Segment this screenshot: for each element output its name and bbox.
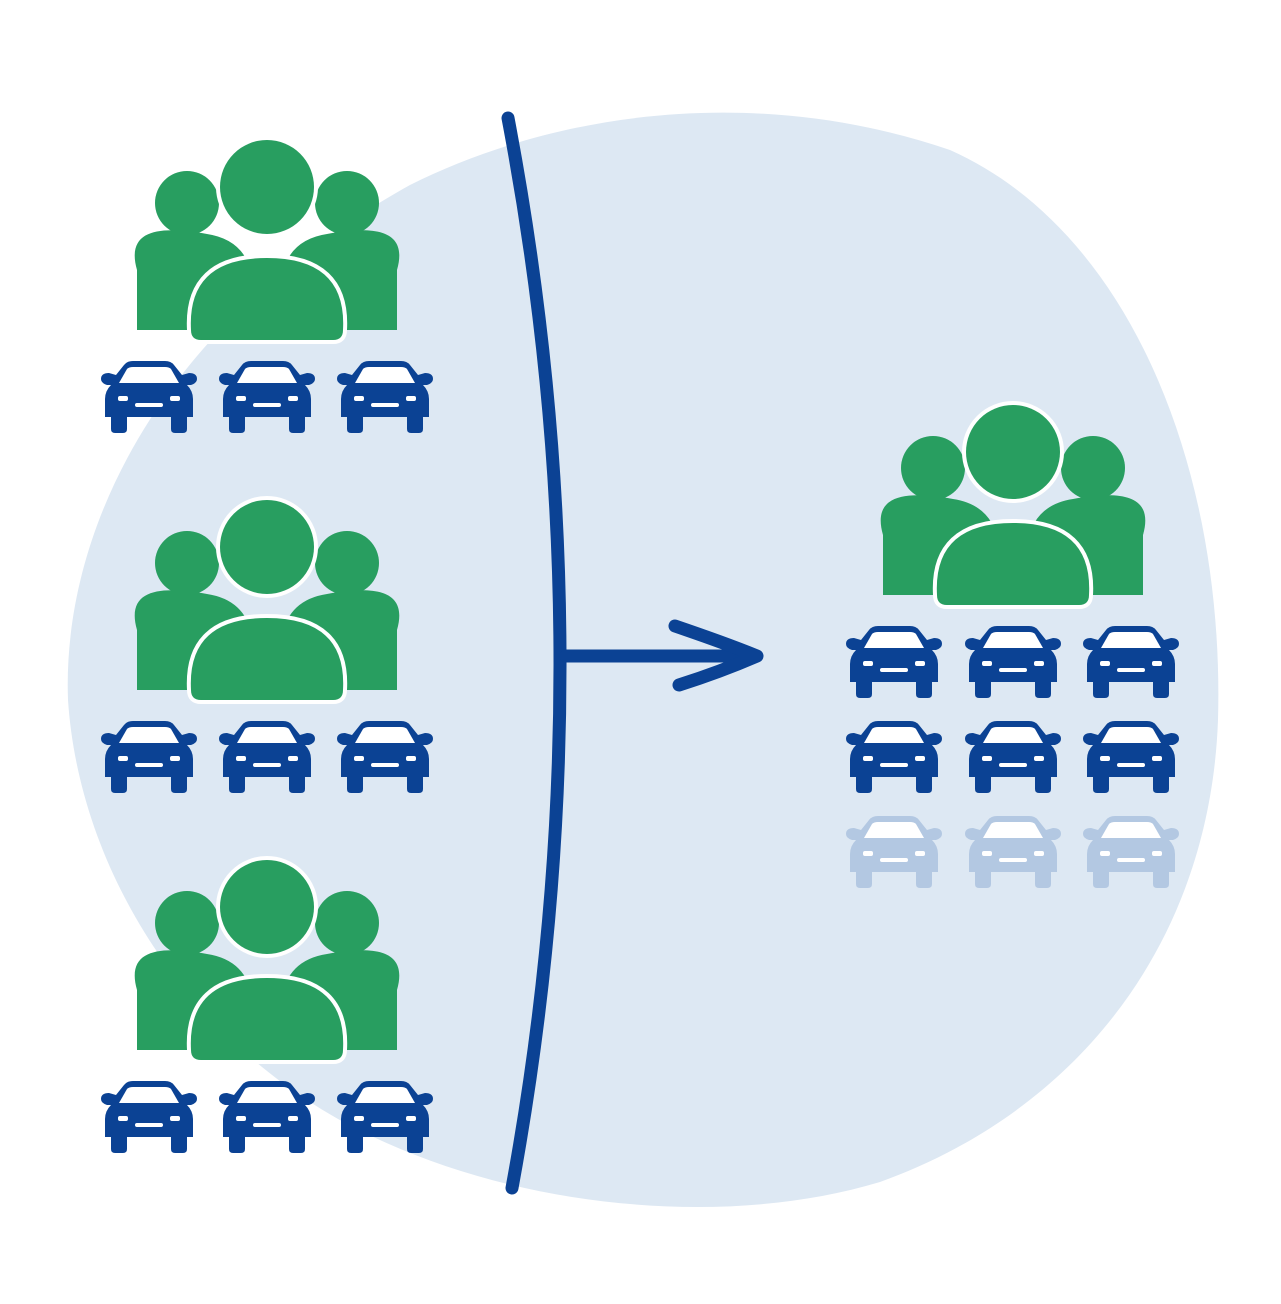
arrow-right-icon	[559, 619, 764, 692]
people-group-icon	[135, 140, 400, 340]
before-groups	[101, 140, 433, 1153]
car-icon	[101, 1081, 197, 1153]
before-group	[101, 140, 433, 433]
